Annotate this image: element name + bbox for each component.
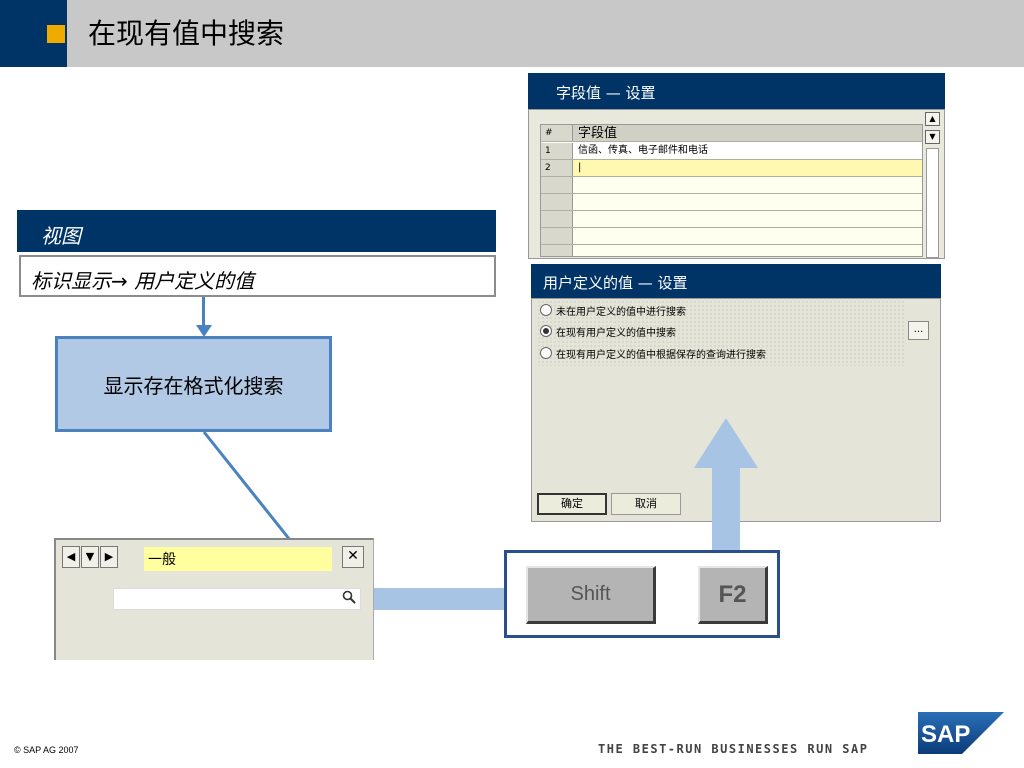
cancel-button[interactable]: 取消 — [611, 493, 681, 515]
row-value[interactable]: 信函、传真、电子邮件和电话 — [578, 145, 708, 156]
view-header: 视图 — [17, 210, 496, 252]
field-values-dialog-title: 字段值 — 设置 — [528, 73, 945, 109]
row-num: 1 — [541, 143, 573, 159]
table-row[interactable] — [541, 194, 922, 211]
option-label: 未在用户定义的值中进行搜索 — [556, 306, 686, 318]
magnifier-icon[interactable] — [340, 590, 358, 608]
row-num — [541, 177, 573, 193]
option-label: 在现有用户定义的值中根据保存的查询进行搜索 — [556, 349, 766, 361]
up-arrow-shaft — [712, 466, 740, 552]
row-num: 2 — [541, 160, 573, 176]
options-panel — [537, 300, 905, 366]
row-num — [541, 228, 573, 244]
option-label: 在现有用户定义的值中搜索 — [556, 327, 676, 339]
title-bar — [0, 0, 1024, 67]
f2-key: F2 — [698, 566, 768, 624]
copyright: © SAP AG 2007 — [14, 745, 79, 755]
title-bullet — [47, 25, 65, 43]
option-no-search[interactable]: 未在用户定义的值中进行搜索 — [540, 302, 686, 318]
row-num — [541, 245, 573, 256]
format-search-box: 显示存在格式化搜索 — [55, 336, 332, 432]
next-icon[interactable]: ▶ — [100, 546, 118, 568]
up-arrow-icon — [694, 418, 758, 468]
row-num — [541, 211, 573, 227]
user-defined-dialog-title: 用户定义的值 — 设置 — [531, 264, 941, 298]
table-row[interactable]: 1 信函、传真、电子邮件和电话 — [541, 143, 922, 160]
row-value-input[interactable]: | — [578, 162, 582, 173]
scroll-down-icon[interactable]: ▼ — [925, 130, 940, 144]
sap-logo-icon: SAP — [918, 712, 1004, 754]
table-row[interactable] — [541, 228, 922, 245]
logo-text: SAP — [921, 721, 970, 748]
col-header-num: # — [541, 125, 573, 141]
page-title: 在现有值中搜索 — [88, 17, 285, 50]
col-header-value: 字段值 — [578, 126, 618, 141]
radio-button[interactable] — [540, 347, 552, 359]
prev-icon[interactable]: ◀ — [62, 546, 80, 568]
horizontal-connector — [374, 588, 507, 610]
diagonal-connector — [202, 431, 292, 541]
search-input[interactable] — [113, 588, 361, 610]
close-icon[interactable]: ✕ — [342, 546, 364, 568]
scroll-up-icon[interactable]: ▲ — [925, 112, 940, 126]
category-field[interactable]: 一般 — [144, 547, 332, 571]
connector-line — [202, 297, 205, 329]
table-row[interactable] — [541, 177, 922, 194]
radio-button[interactable] — [540, 304, 552, 316]
table-row[interactable] — [541, 211, 922, 228]
option-search-existing[interactable]: 在现有用户定义的值中搜索 — [540, 323, 676, 339]
nav-buttons: ◀ ▼ ▶ — [62, 546, 119, 568]
view-menu-path: 标识显示→ 用户定义的值 — [19, 255, 496, 297]
table-row[interactable]: 2 | — [541, 160, 922, 177]
ok-button[interactable]: 确定 — [537, 493, 607, 515]
vertical-scrollbar[interactable]: ▲ ▼ — [925, 112, 940, 258]
shift-key: Shift — [526, 566, 656, 624]
dropdown-icon[interactable]: ▼ — [81, 546, 99, 568]
more-button[interactable]: ... — [908, 321, 929, 340]
radio-button-selected[interactable] — [540, 325, 552, 337]
option-search-saved-query[interactable]: 在现有用户定义的值中根据保存的查询进行搜索 — [540, 345, 766, 361]
down-arrow-icon — [196, 325, 212, 337]
table-row[interactable] — [541, 245, 922, 256]
scroll-track[interactable] — [926, 148, 939, 258]
row-num — [541, 194, 573, 210]
field-values-table: # 字段值 1 信函、传真、电子邮件和电话 2 | — [540, 124, 923, 257]
tagline: THE BEST-RUN BUSINESSES RUN SAP — [598, 742, 869, 756]
table-header-row: # 字段值 — [541, 125, 922, 142]
